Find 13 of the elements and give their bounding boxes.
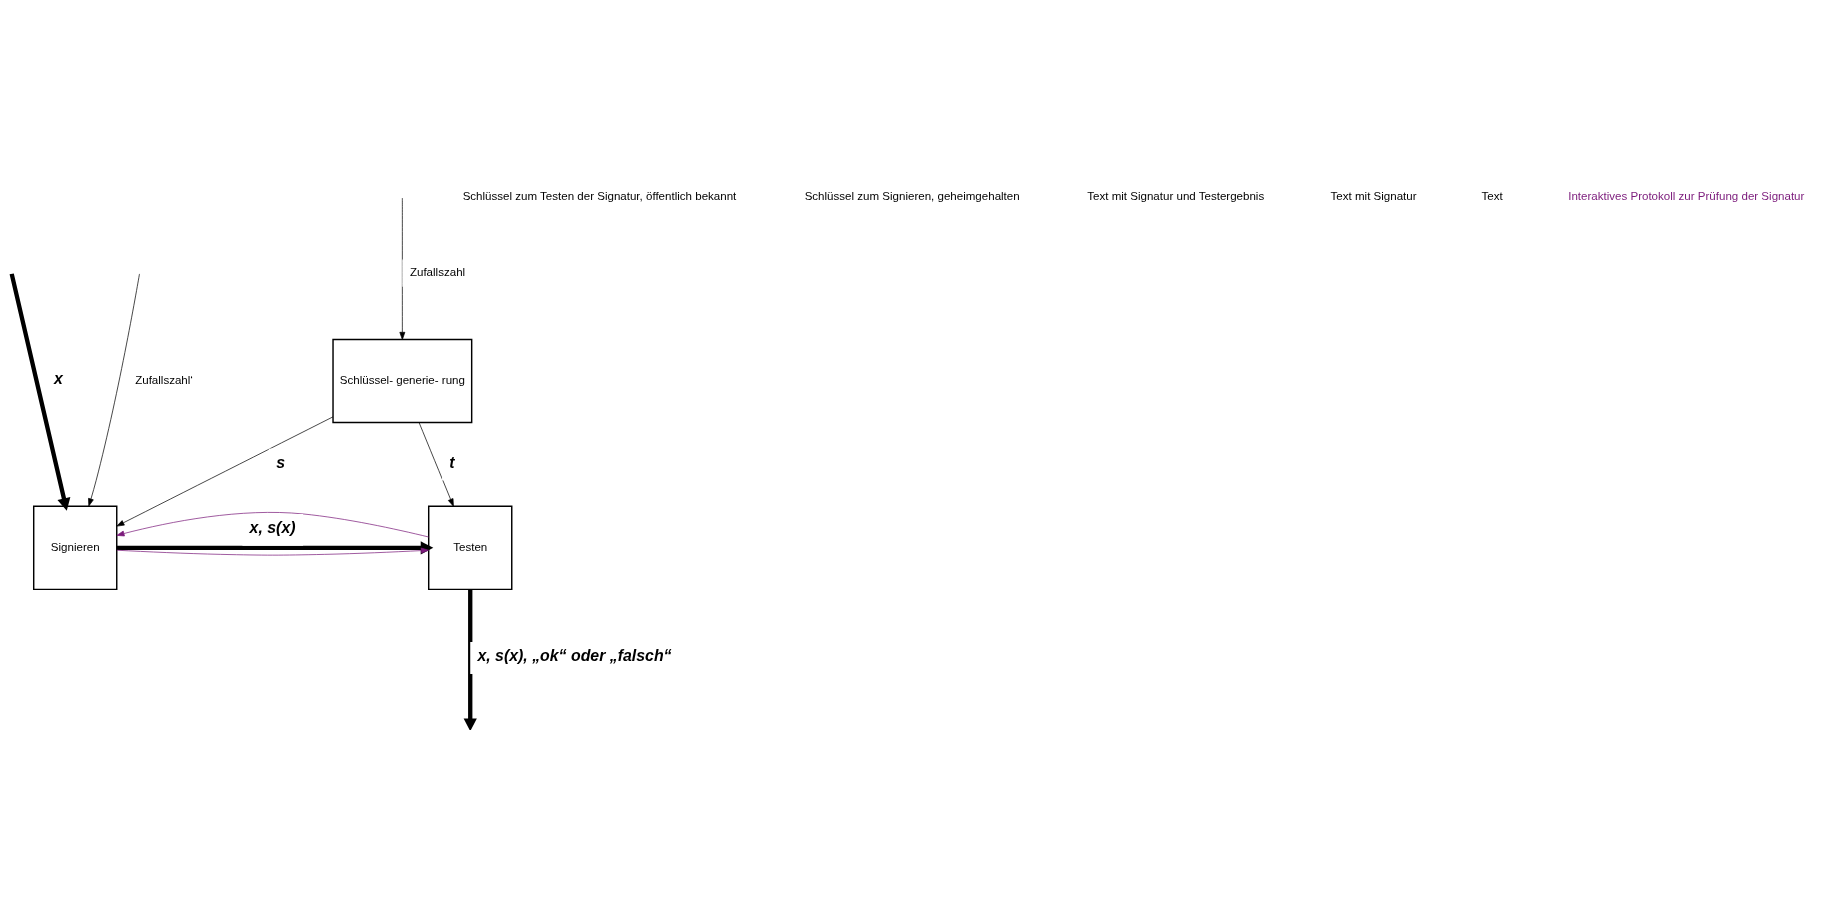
edge-label: x <box>53 369 63 387</box>
edge-label: t <box>449 453 455 471</box>
edge-label: x, s(x) <box>249 518 296 536</box>
edge-label: s <box>276 453 286 471</box>
label: Text <box>1481 189 1503 202</box>
edge-label: x, s(x), „ok“ oder „falsch“ <box>477 646 672 664</box>
label: Text mit Signatur <box>1330 189 1417 202</box>
edge-label: Zufallszahl <box>409 265 466 278</box>
label: Schlüssel zum Signieren, geheimgehalten <box>804 189 1020 202</box>
label: Text mit Signatur und Testergebnis <box>1087 189 1265 202</box>
label: Interaktives Protokoll zur Prüfung der Signatur <box>1568 189 1805 202</box>
label: Schlüssel zum Testen der Signatur, öffentlich bekannt <box>462 189 737 202</box>
edge-label: Zufallszahl‘ <box>135 373 193 386</box>
